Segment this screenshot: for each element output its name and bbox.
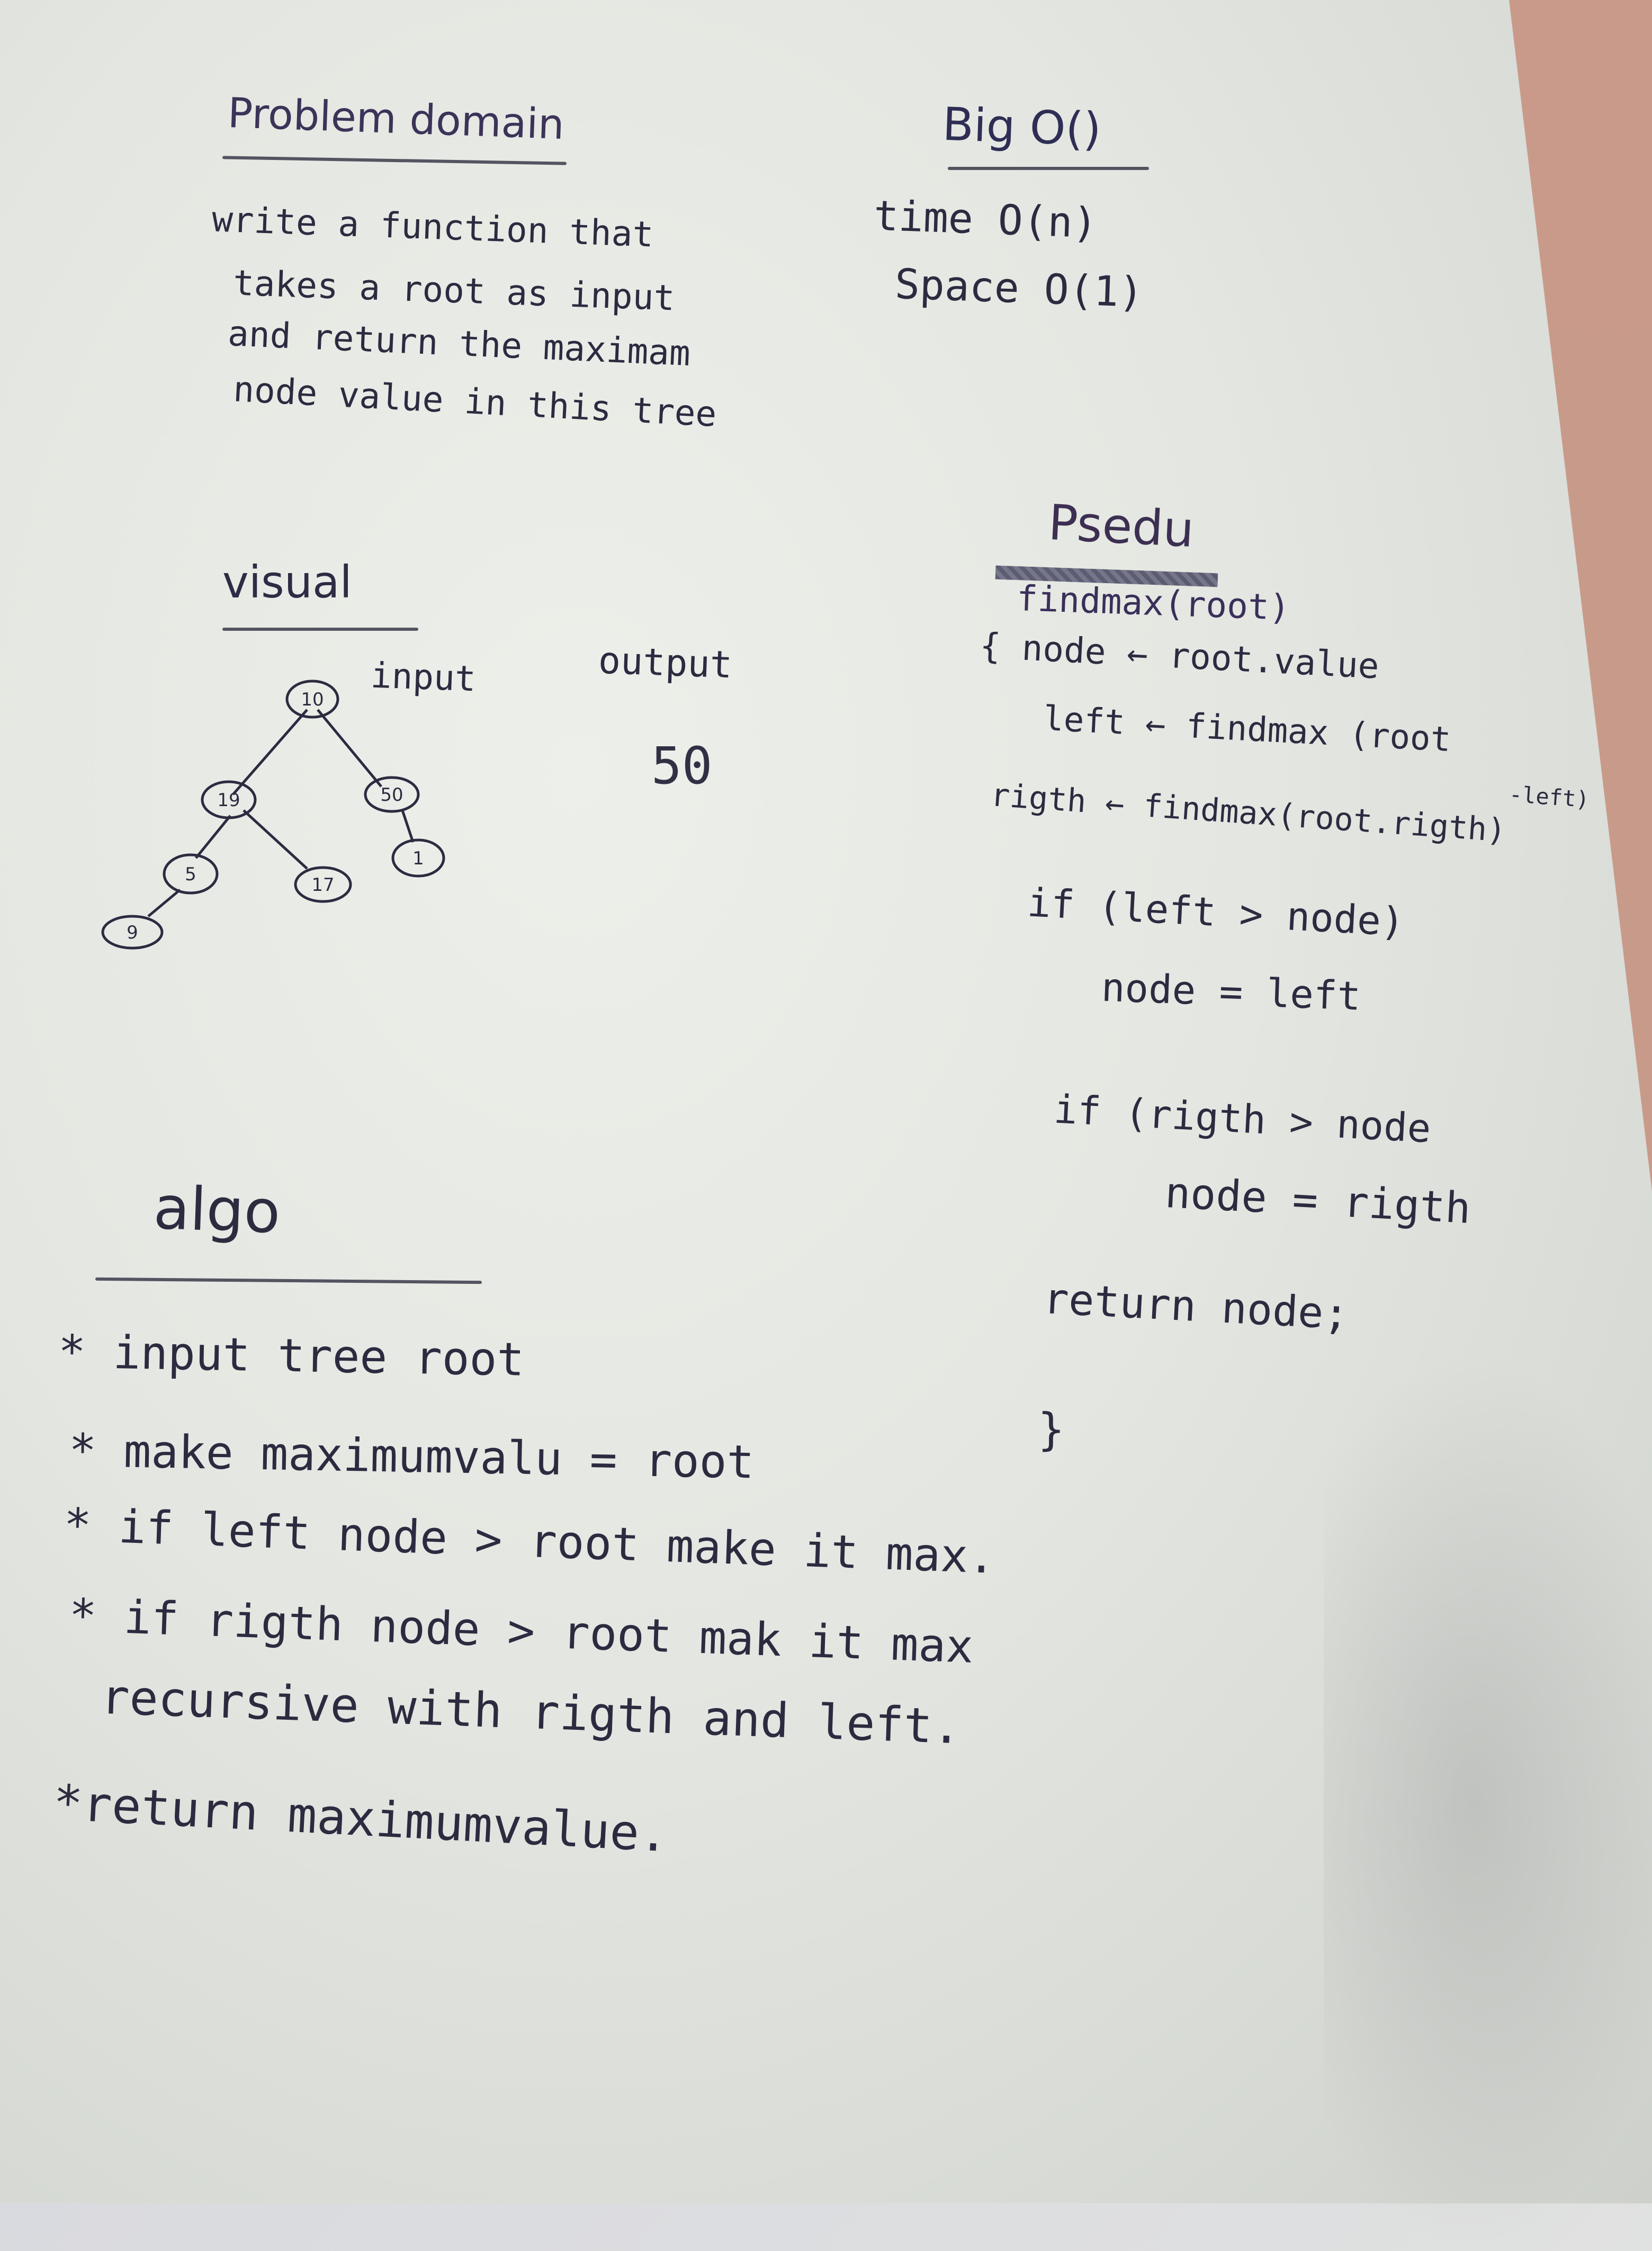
visual-underline — [222, 628, 418, 631]
tree-node-9: 9 — [127, 922, 138, 943]
tree-node-5: 5 — [185, 864, 196, 885]
tree-node-10-circle — [285, 680, 339, 719]
tree-node-19: 19 — [217, 790, 240, 811]
pseudo-heading: Psedu — [1047, 494, 1196, 559]
output-value: 50 — [651, 736, 713, 796]
pseudo-line-7: node = left — [1100, 964, 1362, 1020]
pseudo-line-4: -left) — [1508, 781, 1591, 813]
pseudo-line-11: } — [1038, 1404, 1065, 1455]
tree-node-9-circle — [101, 915, 164, 950]
input-tree-diagram: 10 19 50 5 17 1 9 — [101, 680, 445, 950]
algo-heading: algo — [152, 1173, 282, 1247]
tree-node-1: 1 — [412, 848, 424, 869]
tree-node-17: 17 — [311, 874, 334, 896]
tree-node-19-circle — [201, 780, 257, 819]
tree-node-1-circle — [391, 838, 445, 878]
tree-node-17-circle — [294, 866, 352, 903]
algo-line-1: * input tree root — [58, 1325, 525, 1387]
big-o-heading: Big O() — [941, 97, 1102, 157]
tree-node-50: 50 — [380, 784, 403, 806]
big-o-underline — [948, 167, 1149, 170]
tree-node-50-circle — [364, 776, 420, 813]
whiteboard — [0, 0, 1652, 2203]
board-shadow — [1324, 1351, 1652, 2251]
big-o-time: time O(n) — [873, 192, 1099, 248]
visual-heading: visual — [222, 556, 352, 608]
big-o-space: Space O(1) — [894, 260, 1145, 317]
tree-node-5-circle — [163, 853, 219, 895]
output-label: output — [597, 638, 733, 687]
tree-node-10: 10 — [301, 689, 324, 710]
